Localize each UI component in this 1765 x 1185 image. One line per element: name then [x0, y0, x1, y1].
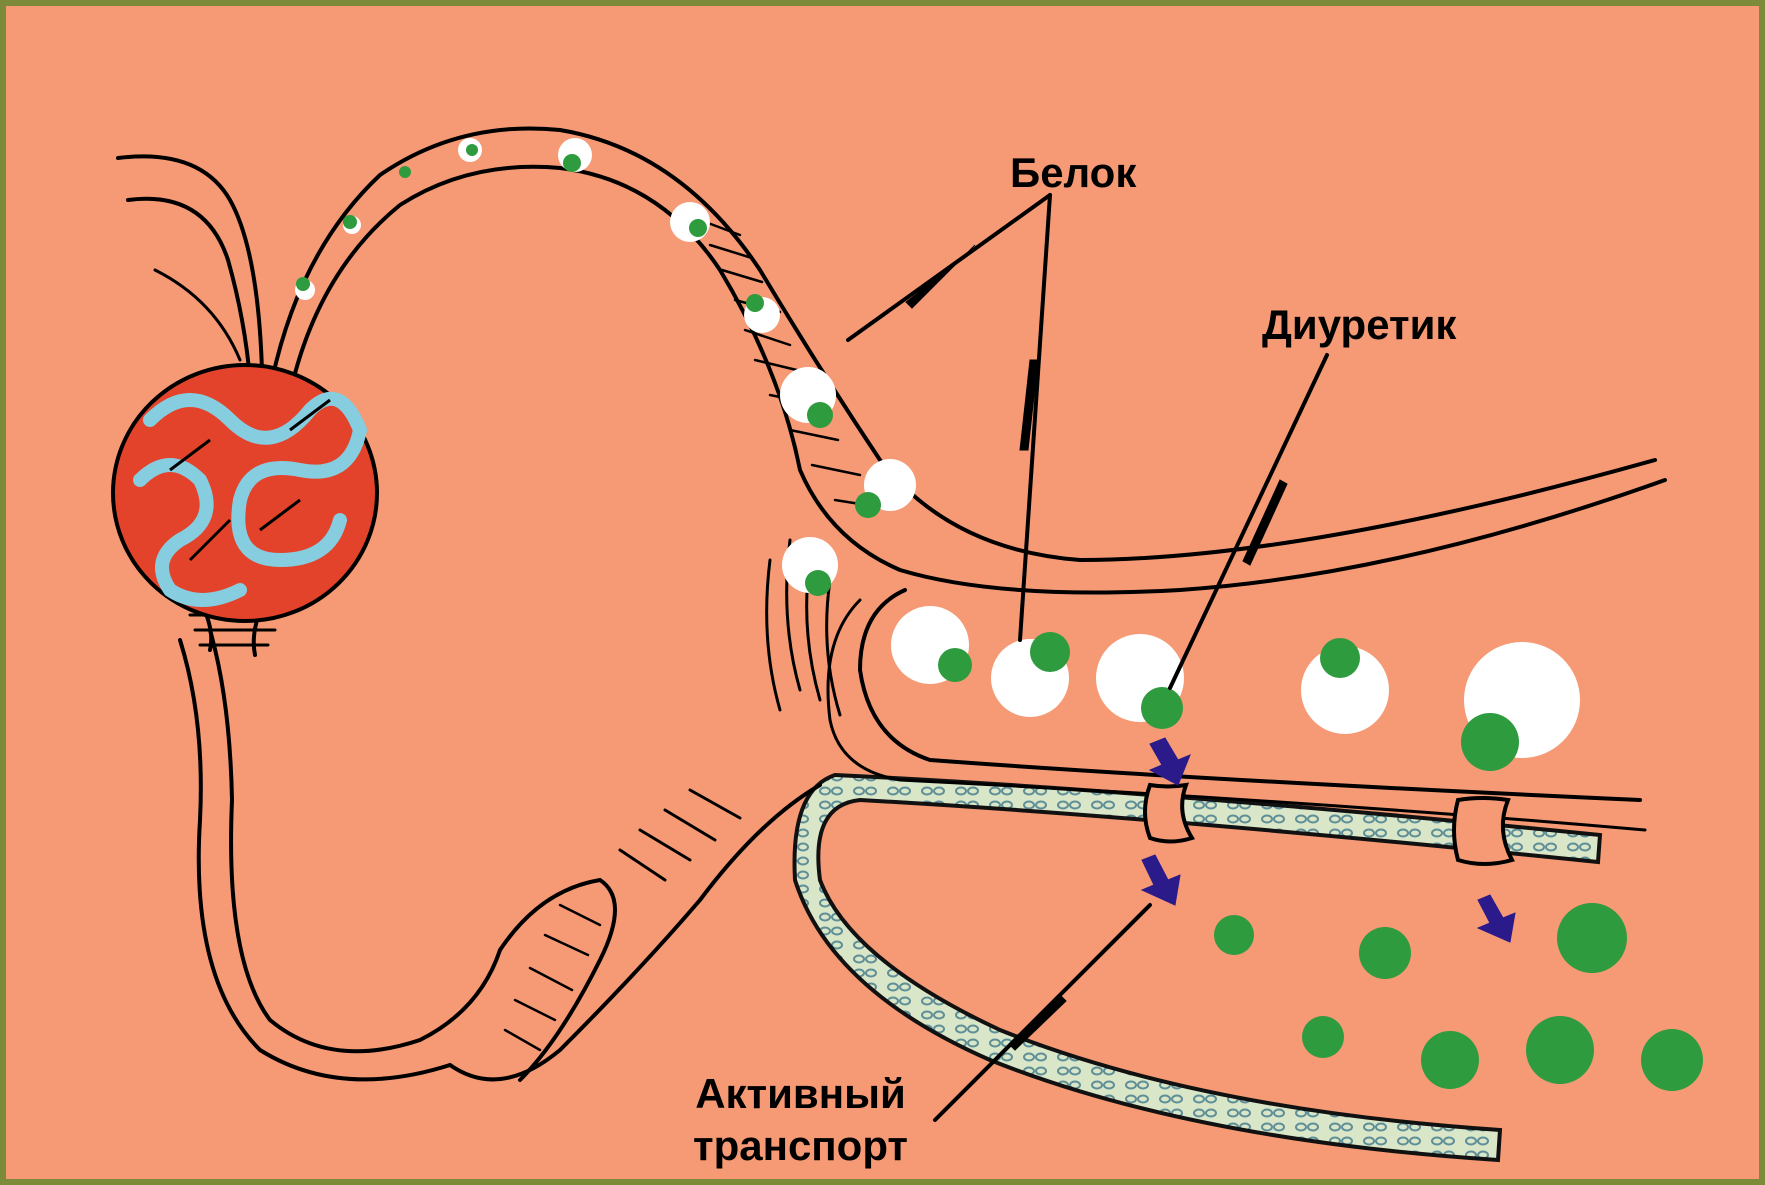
label-active-transport-line2: транспорт	[693, 1120, 908, 1172]
label-protein: Белок	[1010, 148, 1136, 198]
label-active-transport: Активный транспорт	[693, 1068, 908, 1172]
glomerulus-icon	[113, 365, 377, 621]
label-active-transport-line1: Активный	[693, 1068, 908, 1120]
label-diuretic: Диуретик	[1262, 300, 1456, 350]
